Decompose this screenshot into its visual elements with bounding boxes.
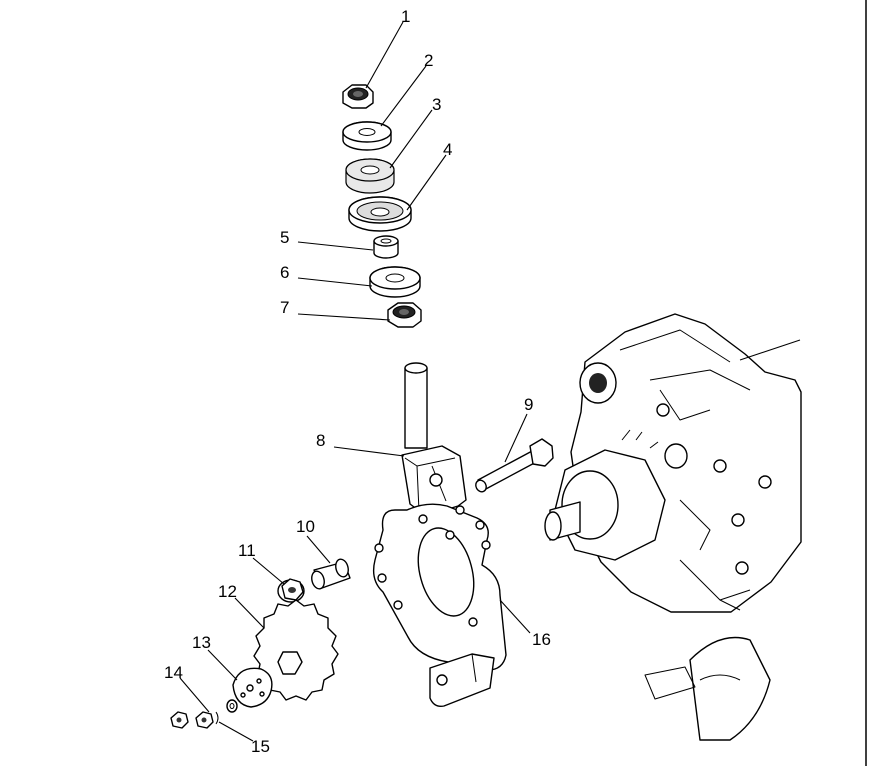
callout-2: 2 <box>424 51 433 70</box>
part-12-sprocket <box>253 599 339 701</box>
callout-8: 8 <box>316 431 325 450</box>
part-2-washer <box>342 121 392 151</box>
callout-7: 7 <box>280 298 289 317</box>
callout-14: 14 <box>164 663 183 682</box>
callout-1: 1 <box>401 7 410 26</box>
part-4-cup <box>348 196 412 232</box>
callout-10: 10 <box>296 517 315 536</box>
part-5-bushing <box>373 235 399 259</box>
callout-13: 13 <box>192 633 211 652</box>
callout-9: 9 <box>524 395 533 414</box>
callout-4: 4 <box>443 140 452 159</box>
callout-16: 16 <box>532 630 551 649</box>
part-16-mounting-plate <box>372 503 507 708</box>
part-15-nuts <box>170 711 219 729</box>
part-13-lock-plate <box>232 667 273 708</box>
callout-15: 15 <box>251 737 270 756</box>
part-11-flange-nut <box>277 578 305 603</box>
leader-lines <box>179 21 531 742</box>
part-10-spacer <box>311 558 351 590</box>
part-3-rubber-washer <box>345 158 395 194</box>
part-9-bolt <box>475 438 554 493</box>
transmission-housing <box>544 313 802 741</box>
callout-labels: 1 2 3 4 5 6 7 8 9 10 11 12 13 14 15 16 <box>164 7 551 756</box>
part-1-lock-nut <box>342 84 374 109</box>
callout-5: 5 <box>280 228 289 247</box>
callout-11: 11 <box>238 541 256 560</box>
callout-12: 12 <box>218 582 237 601</box>
part-14-washer <box>226 699 238 713</box>
part-7-lock-nut <box>387 302 422 328</box>
callout-3: 3 <box>432 95 441 114</box>
part-6-washer <box>369 266 421 298</box>
part-8-pivot-bracket <box>401 362 467 517</box>
callout-6: 6 <box>280 263 289 282</box>
